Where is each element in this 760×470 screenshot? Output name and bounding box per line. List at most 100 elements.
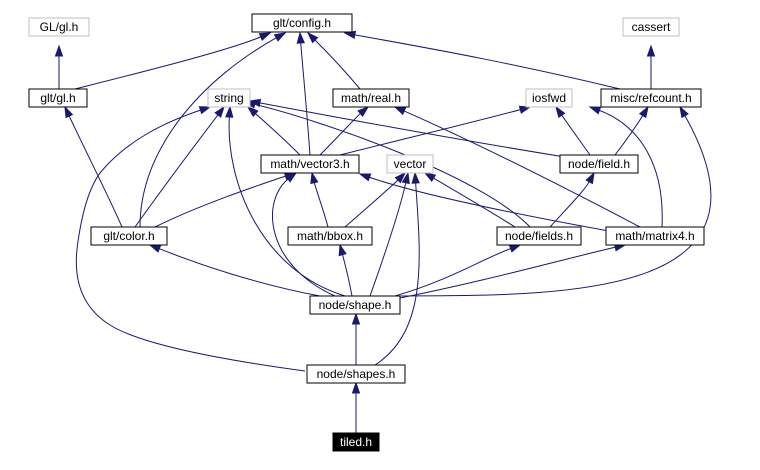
node-node-shape[interactable]: node/shape.h bbox=[309, 295, 401, 315]
node-label: iosfwd bbox=[532, 91, 566, 105]
node-label: vector bbox=[394, 157, 427, 171]
edge-node-shapes-to-node-shape bbox=[351, 312, 361, 365]
node-label: math/bbox.h bbox=[297, 229, 363, 243]
node-box bbox=[306, 364, 406, 384]
node-node-fields[interactable]: node/fields.h bbox=[496, 226, 582, 246]
edge-arrowhead bbox=[679, 105, 689, 119]
node-label: GL/gl.h bbox=[40, 20, 79, 34]
edge-line bbox=[252, 103, 531, 228]
node-tiled[interactable]: tiled.h bbox=[332, 432, 380, 452]
edge-node-shape-to-glt-color bbox=[148, 244, 321, 297]
edge-line bbox=[399, 113, 712, 297]
edge-math-real-to-glt-config bbox=[306, 31, 361, 90]
edge-glt-gl-to-glt-config bbox=[74, 32, 272, 90]
node-glt-gl[interactable]: glt/gl.h bbox=[28, 88, 88, 108]
edge-arrowhead bbox=[225, 105, 234, 118]
node-glt-color[interactable]: glt/color.h bbox=[90, 226, 168, 246]
edge-line bbox=[67, 114, 123, 228]
node-glt-config[interactable]: glt/config.h bbox=[251, 13, 353, 33]
edge-line bbox=[154, 175, 288, 228]
node-node-field[interactable]: node/field.h bbox=[559, 154, 639, 174]
edge-arrowhead bbox=[518, 105, 532, 114]
node-box bbox=[605, 226, 705, 246]
edge-arrowhead bbox=[273, 32, 287, 42]
edge-math-vector3-to-math-real bbox=[319, 106, 370, 156]
edge-arrowhead bbox=[64, 105, 74, 119]
edge-line bbox=[300, 40, 311, 156]
edge-arrowhead bbox=[508, 244, 522, 253]
edge-arrowhead bbox=[555, 105, 566, 119]
node-box bbox=[525, 88, 573, 108]
node-math-bbox[interactable]: math/bbox.h bbox=[287, 226, 373, 246]
edge-node-shape-to-node-fields bbox=[394, 244, 522, 297]
node-label: node/fields.h bbox=[505, 229, 573, 243]
edge-math-vector3-to-glt-config bbox=[296, 31, 311, 156]
node-box bbox=[332, 432, 380, 452]
edge-arrowhead bbox=[423, 172, 437, 183]
edge-node-shape-to-math-vector3 bbox=[272, 172, 336, 297]
edge-line bbox=[74, 35, 263, 90]
node-box bbox=[559, 154, 639, 174]
edge-arrowhead bbox=[411, 171, 420, 184]
node-math-vector3[interactable]: math/vector3.h bbox=[260, 154, 360, 174]
edge-node-shape-to-string bbox=[225, 105, 346, 297]
edge-misc-refcount-to-glt-config bbox=[343, 30, 621, 90]
edge-line bbox=[253, 111, 301, 156]
edge-math-matrix4-to-math-vector3 bbox=[358, 173, 621, 234]
node-box bbox=[332, 88, 410, 108]
node-label: tiled.h bbox=[340, 435, 372, 449]
edge-line bbox=[157, 247, 321, 297]
node-node-shapes[interactable]: node/shapes.h bbox=[306, 364, 406, 384]
edge-arrowhead bbox=[285, 172, 298, 183]
edge-math-bbox-to-vector bbox=[344, 171, 407, 228]
edge-line bbox=[394, 247, 513, 297]
node-label: math/matrix4.h bbox=[615, 229, 694, 243]
edge-math-bbox-to-math-vector3 bbox=[310, 171, 329, 228]
edge-math-matrix4-to-iosfwd bbox=[588, 106, 663, 228]
edge-glt-color-to-glt-gl bbox=[64, 105, 123, 228]
edge-node-fields-to-node-field bbox=[549, 171, 595, 228]
edge-line bbox=[374, 180, 420, 366]
edge-node-shape-to-misc-refcount bbox=[399, 105, 712, 297]
edge-line bbox=[597, 109, 663, 228]
node-box bbox=[28, 88, 88, 108]
edge-line bbox=[344, 178, 400, 228]
edge-node-shape-to-math-bbox bbox=[338, 243, 353, 297]
edge-arrowhead bbox=[310, 171, 319, 185]
edge-arrowhead bbox=[351, 312, 361, 325]
edge-node-field-to-string bbox=[248, 98, 566, 158]
edge-line bbox=[313, 180, 329, 228]
edge-node-shape-to-math-matrix4 bbox=[399, 243, 627, 299]
edge-line bbox=[228, 114, 346, 297]
edge-math-vector3-to-string bbox=[246, 105, 301, 156]
node-label: math/real.h bbox=[341, 91, 401, 105]
node-box bbox=[600, 88, 702, 108]
edge-line bbox=[272, 177, 336, 297]
edge-line bbox=[341, 252, 353, 297]
edge-glt-color-to-math-vector3 bbox=[154, 172, 297, 228]
edge-arrowhead bbox=[588, 106, 602, 115]
node-math-matrix4[interactable]: math/matrix4.h bbox=[605, 226, 705, 246]
edge-line bbox=[257, 101, 566, 158]
node-math-real[interactable]: math/real.h bbox=[332, 88, 410, 108]
edge-glt-gl-to-gl-gl bbox=[54, 44, 64, 89]
edge-line bbox=[560, 113, 591, 156]
edge-arrowhead bbox=[393, 106, 407, 116]
node-box bbox=[386, 154, 434, 174]
edge-line bbox=[367, 176, 621, 234]
edge-math-vector3-to-iosfwd bbox=[339, 105, 532, 156]
edge-arrowhead bbox=[358, 173, 372, 182]
edge-arrowhead bbox=[54, 44, 64, 57]
edge-arrowhead bbox=[646, 44, 656, 57]
edge-arrowhead bbox=[296, 31, 305, 44]
node-misc-refcount[interactable]: misc/refcount.h bbox=[600, 88, 702, 108]
edge-tiled-to-node-shapes bbox=[351, 381, 361, 433]
edge-node-field-to-iosfwd bbox=[555, 105, 591, 156]
edge-line bbox=[339, 108, 523, 156]
node-box bbox=[496, 226, 582, 246]
node-box bbox=[207, 88, 251, 108]
edge-node-shapes-to-vector bbox=[374, 171, 420, 366]
edge-line bbox=[352, 33, 621, 90]
